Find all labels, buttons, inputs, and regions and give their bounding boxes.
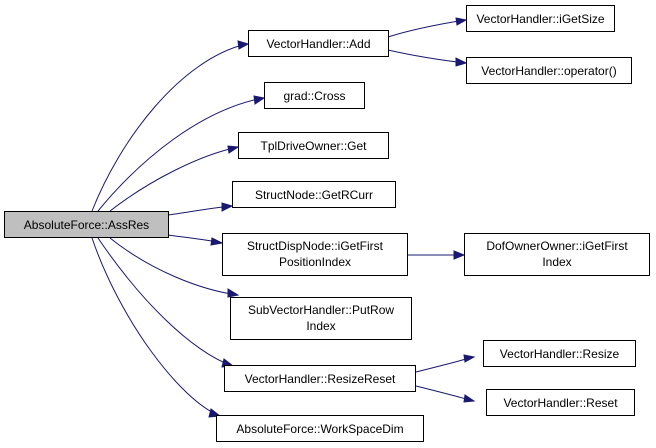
arrowhead <box>463 394 476 403</box>
node-absoluteforce-workspacedim[interactable]: AbsoluteForce::WorkSpaceDim <box>216 415 424 442</box>
node-label: VectorHandler::Add <box>266 37 370 51</box>
node-structdispnode-igetfirstpositionindex[interactable]: StructDispNode::iGetFirst PositionIndex <box>222 233 408 276</box>
node-vectorhandler-operator[interactable]: VectorHandler::operator() <box>466 57 632 84</box>
node-label-line2: PositionIndex <box>279 255 351 269</box>
node-label: AbsoluteForce::AssRes <box>24 218 149 232</box>
edge-add-operator <box>387 49 466 64</box>
arrowhead <box>463 354 476 363</box>
arrowhead <box>453 250 466 260</box>
node-vectorhandler-resize[interactable]: VectorHandler::Resize <box>483 340 636 367</box>
node-vectorhandler-resizereset[interactable]: VectorHandler::ResizeReset <box>224 365 416 392</box>
arrowhead <box>221 202 234 212</box>
edge-assres-putrow <box>109 237 239 296</box>
node-label: StructNode::GetRCurr <box>255 188 373 202</box>
node-label: VectorHandler::Reset <box>503 396 618 410</box>
edge-assres-get <box>109 146 239 212</box>
arrowhead <box>253 95 266 105</box>
edge-assres-resizereset <box>97 237 233 367</box>
node-label-line1: StructDispNode::iGetFirst <box>247 239 384 253</box>
node-label: TplDriveOwner::Get <box>260 139 367 153</box>
node-vectorhandler-igetsize[interactable]: VectorHandler::iGetSize <box>466 5 615 32</box>
node-label: grad::Cross <box>283 89 345 103</box>
node-label-line2: Index <box>542 255 571 269</box>
node-label-line1: DofOwnerOwner::iGetFirst <box>486 239 628 253</box>
arrowhead <box>210 237 224 246</box>
arrowhead <box>227 288 240 298</box>
node-label-line2: Index <box>306 319 335 333</box>
node-label: VectorHandler::Resize <box>500 347 620 361</box>
edge-add-igetsize <box>387 19 466 38</box>
node-label: VectorHandler::ResizeReset <box>245 372 396 386</box>
node-vectorhandler-reset[interactable]: VectorHandler::Reset <box>486 389 635 416</box>
node-label: AbsoluteForce::WorkSpaceDim <box>236 422 403 436</box>
node-subvectorhandler-putrowindex[interactable]: SubVectorHandler::PutRow Index <box>230 297 412 340</box>
node-label-line1: SubVectorHandler::PutRow <box>248 303 394 317</box>
node-tpldriveowner-get[interactable]: TplDriveOwner::Get <box>238 132 389 159</box>
node-grad-cross[interactable]: grad::Cross <box>264 82 365 109</box>
node-dofownerowner-igetfirstindex[interactable]: DofOwnerOwner::iGetFirst Index <box>464 233 650 276</box>
node-vectorhandler-add[interactable]: VectorHandler::Add <box>248 30 389 57</box>
node-label: VectorHandler::iGetSize <box>476 12 604 26</box>
node-label: VectorHandler::operator() <box>481 64 616 78</box>
arrowhead <box>227 145 240 154</box>
arrowheads <box>208 17 476 418</box>
node-absoluteforce-assres[interactable]: AbsoluteForce::AssRes <box>4 211 169 238</box>
arrowhead <box>455 17 468 26</box>
edge-assres-add <box>91 43 247 212</box>
node-structnode-getrcurr[interactable]: StructNode::GetRCurr <box>232 181 396 208</box>
arrowhead <box>237 40 250 50</box>
arrowhead <box>455 57 468 67</box>
edge-assres-cross <box>97 97 264 212</box>
edge-assres-workspacedim <box>91 237 221 417</box>
